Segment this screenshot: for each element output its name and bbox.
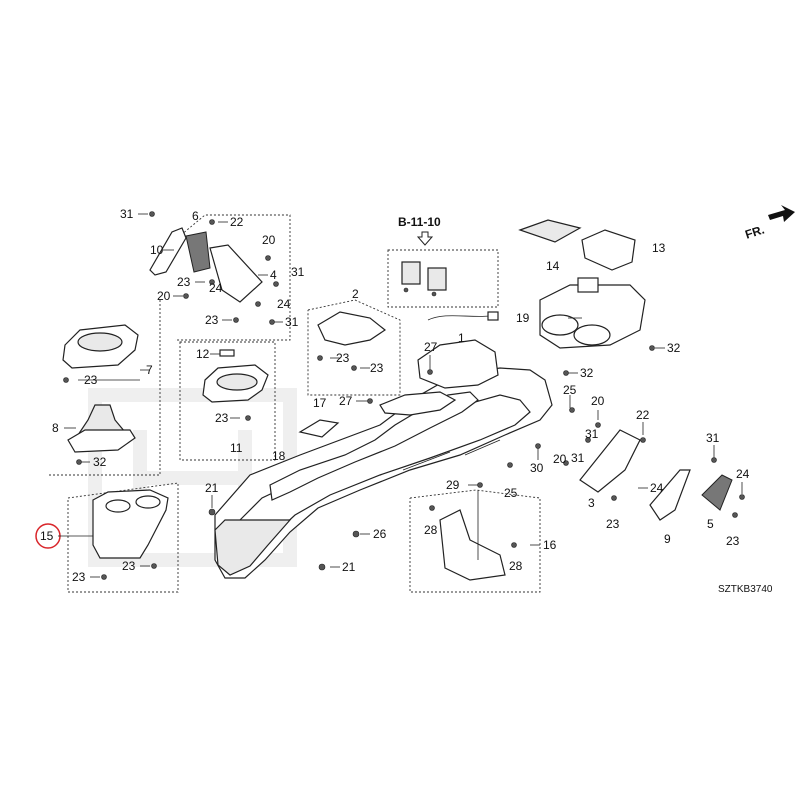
callout-25: 25 bbox=[504, 486, 518, 500]
callout-27: 27 bbox=[339, 394, 353, 408]
fasteners bbox=[63, 211, 745, 580]
callout-27: 27 bbox=[424, 340, 438, 354]
part-2-bracket bbox=[317, 311, 387, 346]
callout-23: 23 bbox=[606, 517, 620, 531]
callout-31: 31 bbox=[120, 207, 134, 221]
callout-15: 15 bbox=[40, 529, 54, 543]
callout-28: 28 bbox=[424, 523, 438, 537]
part-15-lower-cover bbox=[92, 489, 169, 559]
callout-21: 21 bbox=[205, 481, 219, 495]
callout-14: 14 bbox=[546, 259, 560, 273]
callout-31: 31 bbox=[585, 427, 599, 441]
callout-32: 32 bbox=[580, 366, 594, 380]
callout-31: 31 bbox=[571, 451, 585, 465]
callout-22: 22 bbox=[636, 408, 650, 422]
callout-4: 4 bbox=[270, 268, 277, 282]
callout-21: 21 bbox=[342, 560, 356, 574]
callout-16: 16 bbox=[543, 538, 557, 552]
callout-22: 22 bbox=[230, 215, 244, 229]
callout-labels: 31 6 22 10 20 4 31 23 24 20 24 23 31 7 2… bbox=[40, 207, 750, 584]
callout-30: 30 bbox=[530, 461, 544, 475]
callout-6: 6 bbox=[192, 209, 199, 223]
part-3-9-5-brackets bbox=[579, 429, 733, 521]
callout-25: 25 bbox=[563, 383, 577, 397]
part-1-harness bbox=[401, 261, 499, 321]
callout-3: 3 bbox=[588, 496, 595, 510]
reference-arrow bbox=[416, 231, 434, 246]
part-10-6-4-brackets bbox=[149, 227, 263, 303]
callout-23: 23 bbox=[336, 351, 350, 365]
part-17-cover bbox=[298, 419, 340, 438]
part-8-shift-boot bbox=[67, 404, 136, 453]
callout-24: 24 bbox=[736, 467, 750, 481]
callout-20: 20 bbox=[553, 452, 567, 466]
front-arrow-icon bbox=[768, 205, 795, 222]
callout-31: 31 bbox=[285, 315, 299, 329]
callout-23: 23 bbox=[205, 313, 219, 327]
reference-label: B-11-10 bbox=[398, 215, 441, 229]
part-16-bracket bbox=[439, 490, 506, 581]
callout-8: 8 bbox=[52, 421, 59, 435]
callout-9: 9 bbox=[664, 532, 671, 546]
callout-23: 23 bbox=[84, 373, 98, 387]
callout-5: 5 bbox=[707, 517, 714, 531]
callout-18: 18 bbox=[272, 449, 286, 463]
callout-23: 23 bbox=[177, 275, 191, 289]
callout-20: 20 bbox=[591, 394, 605, 408]
callout-2: 2 bbox=[352, 287, 359, 301]
callout-20: 20 bbox=[157, 289, 171, 303]
callout-1: 1 bbox=[458, 331, 465, 345]
part-19-cup-holder bbox=[539, 277, 646, 349]
callout-23: 23 bbox=[72, 570, 86, 584]
callout-23: 23 bbox=[370, 361, 384, 375]
callout-32: 32 bbox=[93, 455, 107, 469]
callout-19: 19 bbox=[516, 311, 530, 325]
callout-11: 11 bbox=[230, 441, 243, 455]
callout-31: 31 bbox=[291, 265, 305, 279]
diagram-code: SZTKB3740 bbox=[718, 584, 773, 595]
callout-29: 29 bbox=[446, 478, 460, 492]
callout-23: 23 bbox=[215, 411, 229, 425]
callout-13: 13 bbox=[652, 241, 666, 255]
callout-17: 17 bbox=[313, 396, 327, 410]
part-7-shift-panel bbox=[62, 324, 139, 369]
callout-24: 24 bbox=[650, 481, 664, 495]
leader-lines bbox=[58, 213, 743, 578]
callout-23: 23 bbox=[726, 534, 740, 548]
front-label: FR. bbox=[743, 222, 766, 241]
callout-10: 10 bbox=[150, 243, 164, 257]
part-11-console-panel bbox=[202, 349, 269, 403]
callout-28: 28 bbox=[509, 559, 523, 573]
callout-32: 32 bbox=[667, 341, 681, 355]
callout-20: 20 bbox=[262, 233, 276, 247]
callout-7: 7 bbox=[146, 363, 153, 377]
callout-12: 12 bbox=[196, 347, 210, 361]
center-console-body bbox=[214, 339, 553, 579]
callout-24: 24 bbox=[209, 281, 223, 295]
callout-24: 24 bbox=[277, 297, 291, 311]
callout-23: 23 bbox=[122, 559, 136, 573]
part-13-14-mats bbox=[518, 219, 636, 271]
callout-31: 31 bbox=[706, 431, 720, 445]
callout-26: 26 bbox=[373, 527, 387, 541]
